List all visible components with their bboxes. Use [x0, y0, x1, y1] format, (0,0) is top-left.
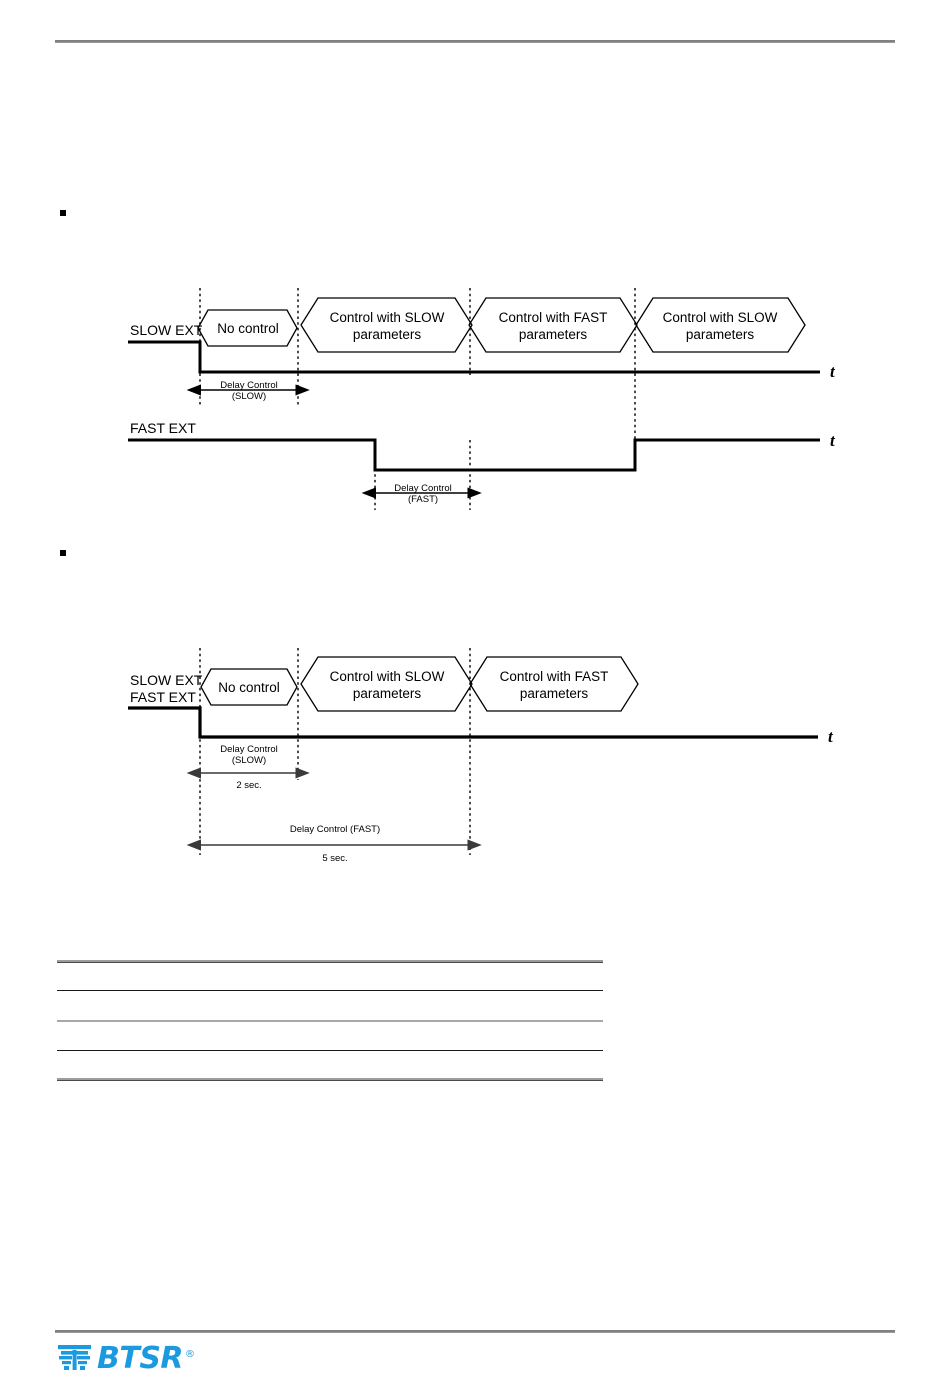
svg-text:Delay Control: Delay Control — [220, 744, 278, 755]
registered-trademark-icon: ® — [185, 1349, 195, 1360]
table-rule-5 — [57, 1078, 603, 1081]
timing-diagram-1: No control Control with SLOW parameters … — [0, 280, 950, 520]
phase2-label-1: No control — [218, 680, 280, 695]
svg-text:Delay Control: Delay Control — [220, 380, 278, 391]
phase-label-3a: Control with FAST — [499, 310, 608, 325]
measure-value-2sec: 2 sec. — [236, 780, 261, 791]
table-rule-2 — [57, 990, 603, 991]
phase-labels: No control Control with SLOW parameters … — [217, 310, 777, 342]
btsr-wordmark: BTSR® — [97, 1344, 195, 1374]
phase-labels-2: No control Control with SLOW parameters … — [218, 669, 608, 701]
phase-label-3b: parameters — [519, 327, 588, 342]
measure-label-delay-slow-2: Delay Control (SLOW) — [220, 744, 278, 766]
signal-label-slow-ext: SLOW EXT — [130, 322, 203, 338]
phase-divider-lines-2 — [199, 648, 471, 855]
phase-label-4a: Control with SLOW — [663, 310, 778, 325]
phase2-label-2a: Control with SLOW — [330, 669, 445, 684]
btsr-wordmark-text: BTSR — [97, 1341, 184, 1376]
signal-label-fast-ext-2: FAST EXT — [130, 689, 196, 705]
table-rule-3 — [57, 1020, 603, 1022]
phase-label-2a: Control with SLOW — [330, 310, 445, 325]
measure-label-delay-fast-2: Delay Control (FAST) — [290, 824, 380, 835]
svg-text:Delay Control: Delay Control — [394, 483, 452, 494]
svg-text:(FAST): (FAST) — [408, 494, 438, 505]
phase-label-4b: parameters — [686, 327, 755, 342]
measure-label-delay-slow: Delay Control (SLOW) — [220, 380, 278, 402]
svg-text:(SLOW): (SLOW) — [232, 755, 266, 766]
axis-label-t-1: t — [830, 362, 836, 381]
bullet-marker-2 — [60, 550, 66, 556]
phase2-label-3b: parameters — [520, 686, 589, 701]
bullet-marker-1 — [60, 210, 66, 216]
btsr-logo: BTSR® — [57, 1342, 195, 1376]
phase-label-2b: parameters — [353, 327, 422, 342]
svg-text:(SLOW): (SLOW) — [232, 391, 266, 402]
waveform-fast-ext — [128, 438, 820, 472]
axis-label-t-2: t — [830, 431, 836, 450]
header-rule — [55, 40, 895, 43]
phase2-label-3a: Control with FAST — [500, 669, 609, 684]
phase-hexagons — [197, 297, 806, 353]
timing-diagram-2: No control Control with SLOW parameters … — [0, 640, 950, 870]
waveform-slow-ext — [128, 340, 820, 374]
phase-hexagons-2 — [200, 656, 639, 712]
phase-label-1: No control — [217, 321, 279, 336]
signal-label-fast-ext: FAST EXT — [130, 420, 196, 436]
table-rule-4 — [57, 1050, 603, 1051]
btsr-emblem-icon — [57, 1342, 93, 1377]
footer-rule — [55, 1330, 895, 1333]
measure-label-delay-fast: Delay Control (FAST) — [394, 483, 452, 505]
table-rule-1 — [57, 960, 603, 963]
waveform-combined — [128, 706, 818, 739]
signal-label-slow-ext-2: SLOW EXT — [130, 672, 203, 688]
measure-value-5sec: 5 sec. — [322, 853, 347, 864]
axis-label-t-3: t — [828, 727, 834, 746]
phase2-label-2b: parameters — [353, 686, 422, 701]
